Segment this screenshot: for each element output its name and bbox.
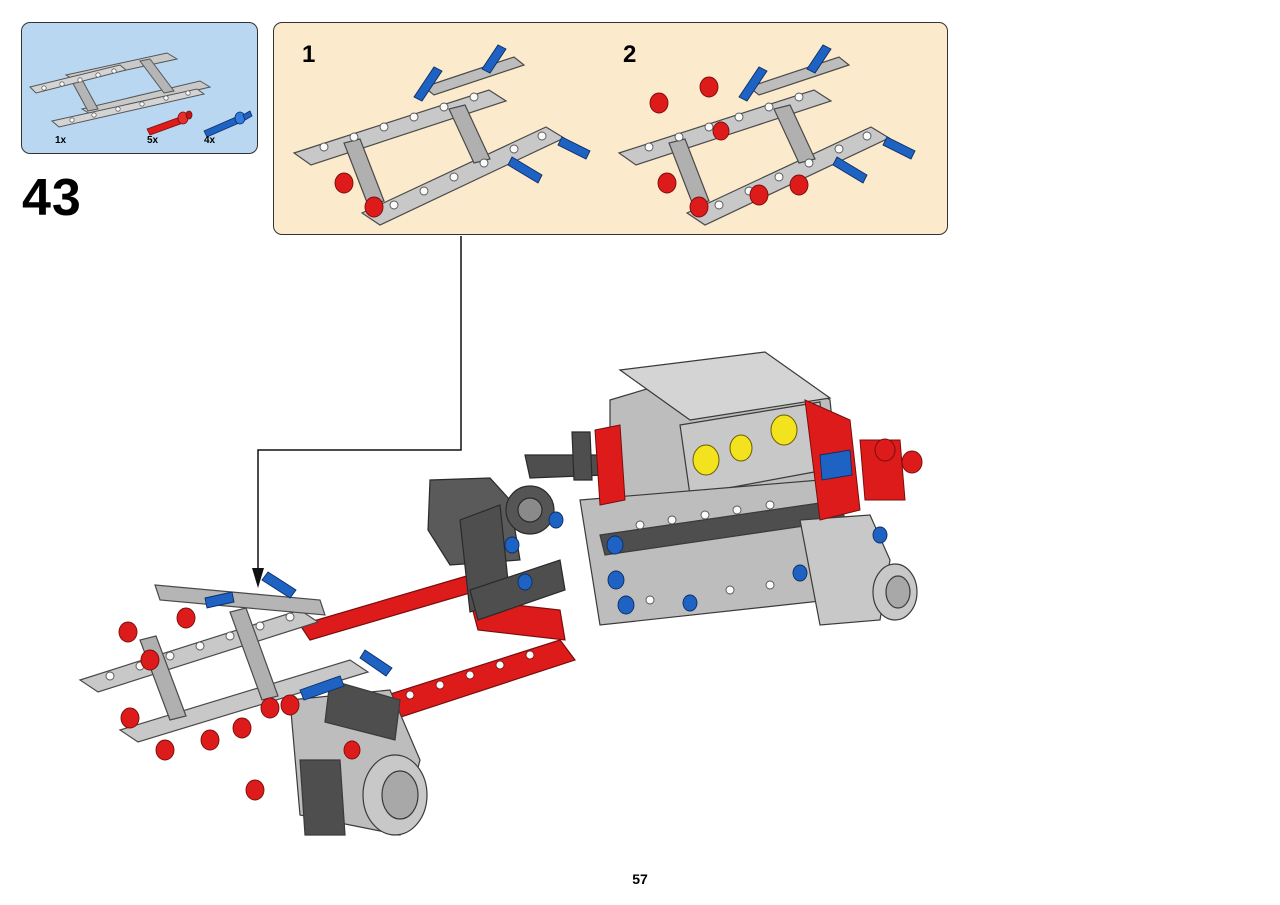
sub-step-1-number: 1 <box>302 41 316 68</box>
red-pin-icon <box>146 110 193 136</box>
step-number: 43 <box>22 169 82 227</box>
blue-pin-icon <box>203 110 253 138</box>
sub-step-2-illustration <box>617 44 916 226</box>
sub-step-1-illustration <box>292 44 591 226</box>
page-number: 57 <box>632 871 648 887</box>
part-count-blue-pin: 4x <box>204 135 216 146</box>
part-count-frame: 1x <box>55 135 67 146</box>
frame-part-illustration <box>29 52 212 128</box>
sub-step-callout: 1 2 <box>273 22 948 235</box>
sub-step-2-number: 2 <box>623 41 637 68</box>
parts-list-callout: 1x 5x 4x <box>21 22 258 154</box>
part-count-red-pin: 5x <box>147 135 159 146</box>
